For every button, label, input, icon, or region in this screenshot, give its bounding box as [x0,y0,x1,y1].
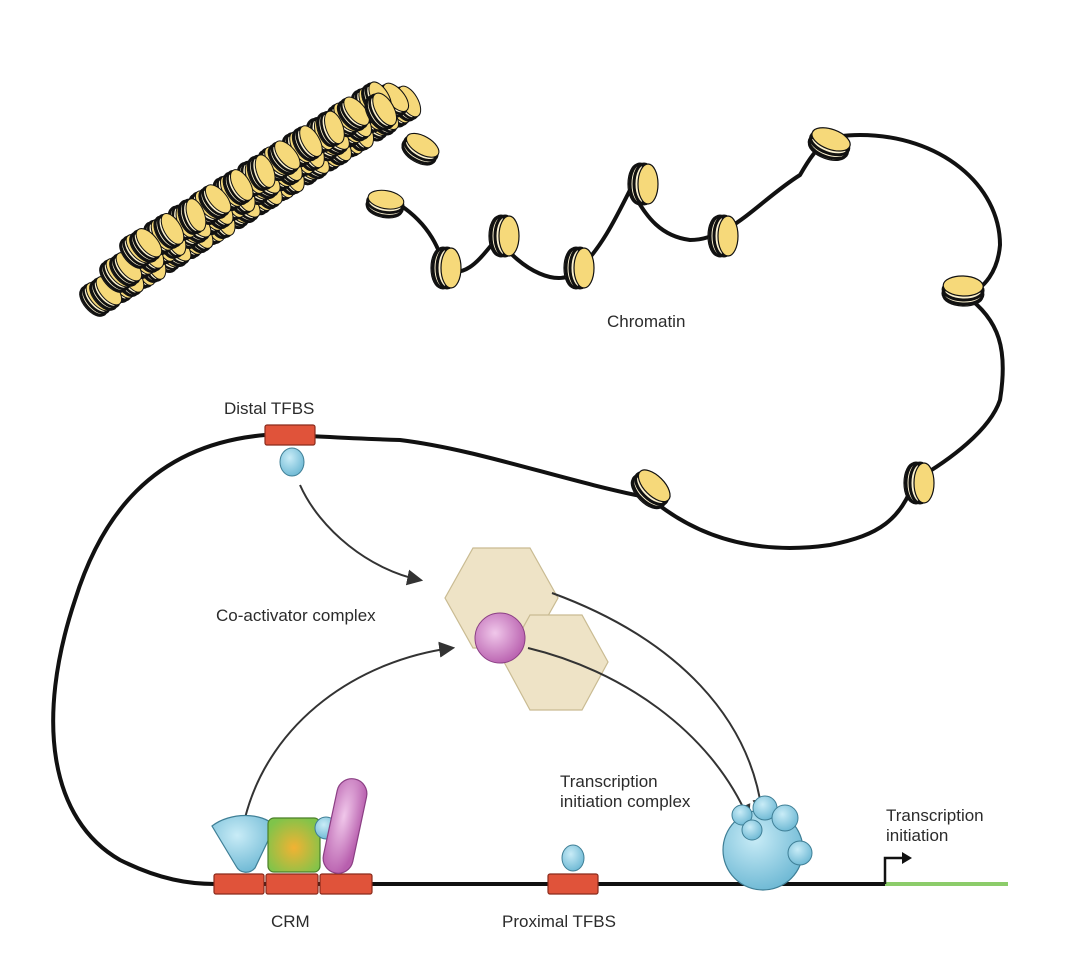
nucleosome-icon [488,214,520,258]
condensed-chromatin-cluster [79,81,440,317]
nucleosome-icon [89,276,123,311]
nucleosome-icon [903,461,935,505]
nucleosome-icon [316,110,345,148]
nucleosome-icon [941,275,985,307]
crm-blue-triangle-factor [211,815,276,873]
proximal-tfbs-site [547,873,599,895]
label-chromatin: Chromatin [607,312,686,331]
crm-site-1 [213,873,265,895]
arrow-coactivator-to-tic-inner [527,647,751,821]
arrow-distal-to-coactivator [299,484,424,586]
label-transcription-initiation-complex: Transcription initiation complex [560,772,691,811]
label-distal-tfbs: Distal TFBS [224,399,315,418]
label-transcription-initiation: Transcription initiation [886,806,984,845]
nucleosome-icon [707,214,739,258]
nucleosome-icon [177,198,207,235]
nucleosome-icon [430,246,462,290]
nucleosome-icon [630,469,671,510]
nucleosome-icon [129,228,163,263]
crm-site-2 [265,873,319,895]
chromatin-dna-strand [51,132,1005,886]
nucleosome-icon [401,132,440,166]
nucleosome-icon [807,127,851,161]
nucleosome-icon [336,96,370,132]
transcription-start-arrowhead [902,852,912,864]
transcription-initiation-complex [722,795,813,891]
crm-magenta-factor [322,778,368,874]
nucleosome-icon [291,125,323,162]
nucleosome-icon [364,92,398,131]
nucleosome-icon [246,154,276,192]
nucleosome-beads [430,127,985,510]
coactivator-magenta-subunit [474,612,526,664]
label-crm: CRM [271,912,310,931]
crm-green-square-factor [267,817,321,873]
distal-tfbs-site [264,424,316,446]
nucleosome-icon [267,140,301,176]
nucleosome-icon [222,169,254,206]
distal-transcription-factor-icon [279,447,305,477]
transcription-start-arrow-icon [883,856,904,884]
nucleosome-icon [627,162,659,206]
nucleosome-icon [153,213,185,249]
arrow-coactivator-to-tic-outer [551,592,769,816]
nucleosome-icon [365,189,405,219]
nucleosome-icon [198,184,232,219]
nucleosome-icon [109,252,143,287]
proximal-transcription-factor-icon [561,844,585,872]
arrow-crm-to-coactivator [244,641,456,819]
nucleosome-icon [563,246,595,290]
label-proximal-tfbs: Proximal TFBS [502,912,616,931]
label-coactivator-complex: Co-activator complex [216,606,376,625]
crm-site-3 [319,873,373,895]
